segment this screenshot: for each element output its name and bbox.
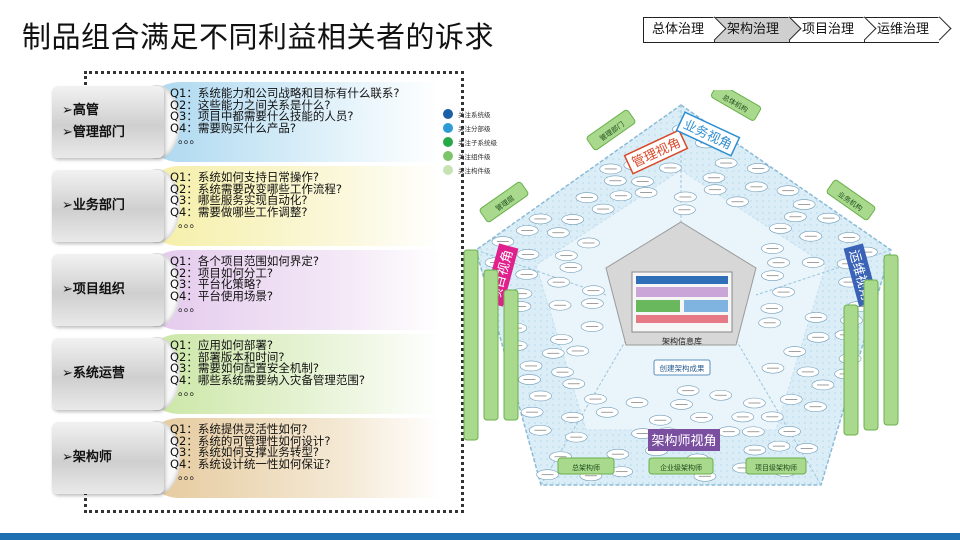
- ellipsis-text: 。。。: [178, 216, 201, 230]
- role-label: 项目级架构师: [755, 463, 797, 472]
- focus-level-legend: 关注系统级 关注分部级 关注子系统级 关注组件级 关注构件级: [443, 109, 498, 175]
- question-text: Q4：系统设计统一性如何保证?: [170, 456, 331, 471]
- breadcrumb-item-overall[interactable]: 总体治理: [643, 17, 715, 43]
- ellipsis-text: 。。。: [178, 300, 201, 314]
- role-badge: [557, 457, 615, 475]
- stakeholder-tag: ➢业务部门: [52, 170, 164, 242]
- question-bubble: Q1：系统能力和公司战略和目标有什么联系? Q2：这些能力之间关系是什么? Q3…: [134, 82, 440, 162]
- question-text: Q2：项目如何分工?: [170, 265, 273, 280]
- management-view-badge: [623, 129, 689, 175]
- stakeholder-row-executives: Q1：系统能力和公司战略和目标有什么联系? Q2：这些能力之间关系是什么? Q3…: [52, 82, 440, 162]
- question-text: Q2：系统的可管理性如何设计?: [170, 433, 331, 448]
- role-badge: [648, 457, 714, 475]
- breadcrumb-item-operations[interactable]: 运维治理: [864, 17, 940, 43]
- bottom-accent-bar: [0, 533, 960, 540]
- business-view-badge: [675, 111, 741, 157]
- legend-swatch: [443, 137, 453, 147]
- question-bubble: Q1：系统如何支持日常操作? Q2：系统需要改变哪些工作流程? Q3：哪些服务实…: [134, 166, 440, 246]
- ellipsis-text: 。。。: [178, 384, 201, 398]
- question-bubble: Q1：各个项目范围如何界定? Q2：项目如何分工? Q3：平台化策略? Q4：平…: [134, 250, 440, 330]
- stakeholder-label: ➢业务部门: [62, 198, 125, 213]
- legend-swatch: [443, 109, 453, 119]
- question-text: Q3：需要如何配置安全机制?: [170, 361, 319, 375]
- create-results-box: [653, 359, 711, 376]
- stakeholder-tag: ➢系统运营: [52, 338, 164, 410]
- stakeholder-label: ➢管理部门: [62, 125, 125, 140]
- question-text: Q3：平台化策略?: [170, 277, 262, 291]
- role-badge: [710, 90, 762, 121]
- breadcrumb: 总体治理 架构治理 项目治理 运维治理: [643, 17, 940, 43]
- question-text: Q4：需要做哪些工作调整?: [170, 204, 308, 219]
- question-text: Q4：需要购买什么产品?: [170, 120, 296, 135]
- architect-view-badge: [648, 429, 720, 451]
- question-text: Q1：各个项目范围如何界定?: [170, 254, 319, 268]
- role-label: 企业级架构师: [660, 463, 702, 472]
- question-text: Q2：这些能力之间关系是什么?: [170, 97, 331, 112]
- stakeholder-label: ➢高管: [62, 103, 99, 118]
- question-text: Q3：项目中都需要什么技能的人员?: [170, 109, 354, 123]
- stakeholder-label: ➢系统运营: [62, 366, 125, 381]
- left-role-column: [463, 249, 519, 441]
- repository-label: 架构信息库: [662, 336, 702, 346]
- architect-view-label: 架构师视角: [651, 434, 716, 449]
- question-text: Q1：系统提供灵活性如何?: [170, 422, 308, 436]
- role-badge: [586, 109, 636, 151]
- role-badge: [826, 179, 876, 221]
- ellipsis-text: 。。。: [178, 468, 201, 482]
- question-text: Q2：部署版本和时间?: [170, 349, 285, 364]
- legend-label: 关注系统级: [458, 110, 491, 119]
- question-text: Q4：哪些系统需要纳入灾备管理范围?: [170, 372, 365, 387]
- legend-label: 关注构件级: [458, 166, 491, 175]
- stakeholder-pentagon-diagram: 架构信息库 创建架构成果 管理视角 业务视角 运维视角 架构师视角 项目视角 管…: [443, 90, 899, 486]
- question-text: Q3：系统如何支撑业务转型?: [170, 445, 319, 459]
- stakeholder-row-project: Q1：各个项目范围如何界定? Q2：项目如何分工? Q3：平台化策略? Q4：平…: [52, 250, 440, 330]
- role-label: 总架构师: [572, 463, 600, 472]
- question-text: Q1：系统如何支持日常操作?: [170, 170, 319, 184]
- stakeholder-label: ➢项目组织: [62, 282, 125, 297]
- stakeholder-tag: ➢高管 ➢管理部门: [52, 86, 164, 158]
- legend-swatch: [443, 165, 453, 175]
- stakeholder-row-operations: Q1：应用如何部署? Q2：部署版本和时间? Q3：需要如何配置安全机制? Q4…: [52, 334, 440, 414]
- role-badge: [745, 457, 807, 475]
- breadcrumb-item-project[interactable]: 项目治理: [789, 17, 865, 43]
- stakeholder-label: ➢架构师: [62, 450, 112, 465]
- legend-label: 关注组件级: [458, 152, 491, 161]
- ellipsis-text: 。。。: [178, 132, 201, 146]
- dotted-frame: [84, 71, 464, 513]
- role-badge: [479, 181, 529, 223]
- stakeholder-tag: ➢项目组织: [52, 254, 164, 326]
- stakeholder-row-architect: Q1：系统提供灵活性如何? Q2：系统的可管理性如何设计? Q3：系统如何支撑业…: [52, 418, 440, 498]
- stakeholder-row-business: Q1：系统如何支持日常操作? Q2：系统需要改变哪些工作流程? Q3：哪些服务实…: [52, 166, 440, 246]
- question-bubble: Q1：系统提供灵活性如何? Q2：系统的可管理性如何设计? Q3：系统如何支撑业…: [134, 418, 440, 498]
- page-title: 制品组合满足不同利益相关者的诉求: [22, 20, 495, 54]
- question-text: Q3：哪些服务实现自动化?: [170, 193, 308, 207]
- question-text: Q1：应用如何部署?: [170, 338, 273, 352]
- legend-swatch: [443, 123, 453, 133]
- right-role-column: [843, 254, 899, 436]
- question-text: Q2：系统需要改变哪些工作流程?: [170, 181, 342, 196]
- breadcrumb-item-architecture[interactable]: 架构治理: [714, 17, 790, 43]
- question-text: Q1：系统能力和公司战略和目标有什么联系?: [170, 86, 400, 100]
- question-text: Q4：平台使用场景?: [170, 288, 273, 303]
- stakeholder-tag: ➢架构师: [52, 422, 164, 494]
- create-results-label: 创建架构成果: [660, 363, 705, 373]
- legend-swatch: [443, 151, 453, 161]
- legend-label: 关注分部级: [458, 124, 491, 133]
- legend-label: 关注子系统级: [458, 138, 498, 147]
- question-bubble: Q1：应用如何部署? Q2：部署版本和时间? Q3：需要如何配置安全机制? Q4…: [134, 334, 440, 414]
